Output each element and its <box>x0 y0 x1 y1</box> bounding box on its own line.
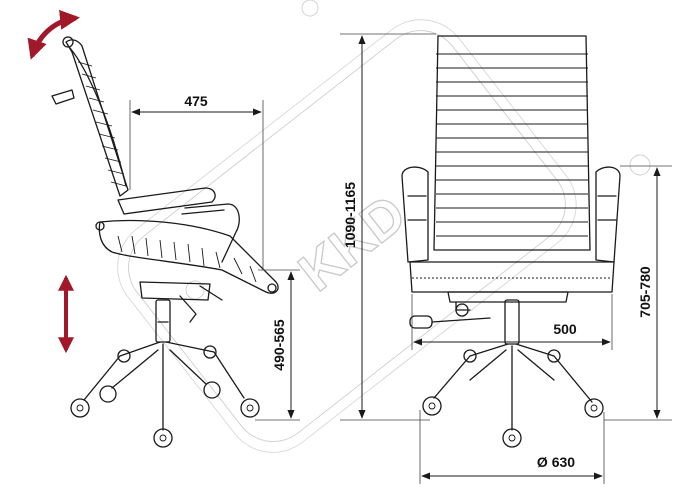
back-joint <box>95 221 105 231</box>
caster <box>99 385 117 403</box>
seat-edge-knob <box>267 283 277 293</box>
caster <box>153 428 173 448</box>
seat-height-dimension-label: 490-565 <box>271 319 287 371</box>
armrest-height-dimension-label: 705-780 <box>637 266 653 318</box>
caster <box>240 398 260 418</box>
caster <box>70 398 90 418</box>
total-height-dimension-label: 1090-1165 <box>342 182 358 248</box>
caster <box>584 398 604 418</box>
base-diameter-dimension-label: Ø 630 <box>537 454 575 470</box>
depth-dimension-label: 475 <box>184 93 208 109</box>
caster <box>203 381 221 399</box>
watermark-dot <box>629 154 651 176</box>
chair-front-view <box>401 35 621 448</box>
watermark-dot <box>301 0 319 17</box>
chair-side-view <box>51 36 279 448</box>
caster <box>502 428 522 448</box>
watermark-frame <box>128 30 566 442</box>
seat-width-dimension-label: 500 <box>553 321 577 337</box>
caster <box>422 396 442 416</box>
tilt-arrow-icon <box>27 9 80 60</box>
